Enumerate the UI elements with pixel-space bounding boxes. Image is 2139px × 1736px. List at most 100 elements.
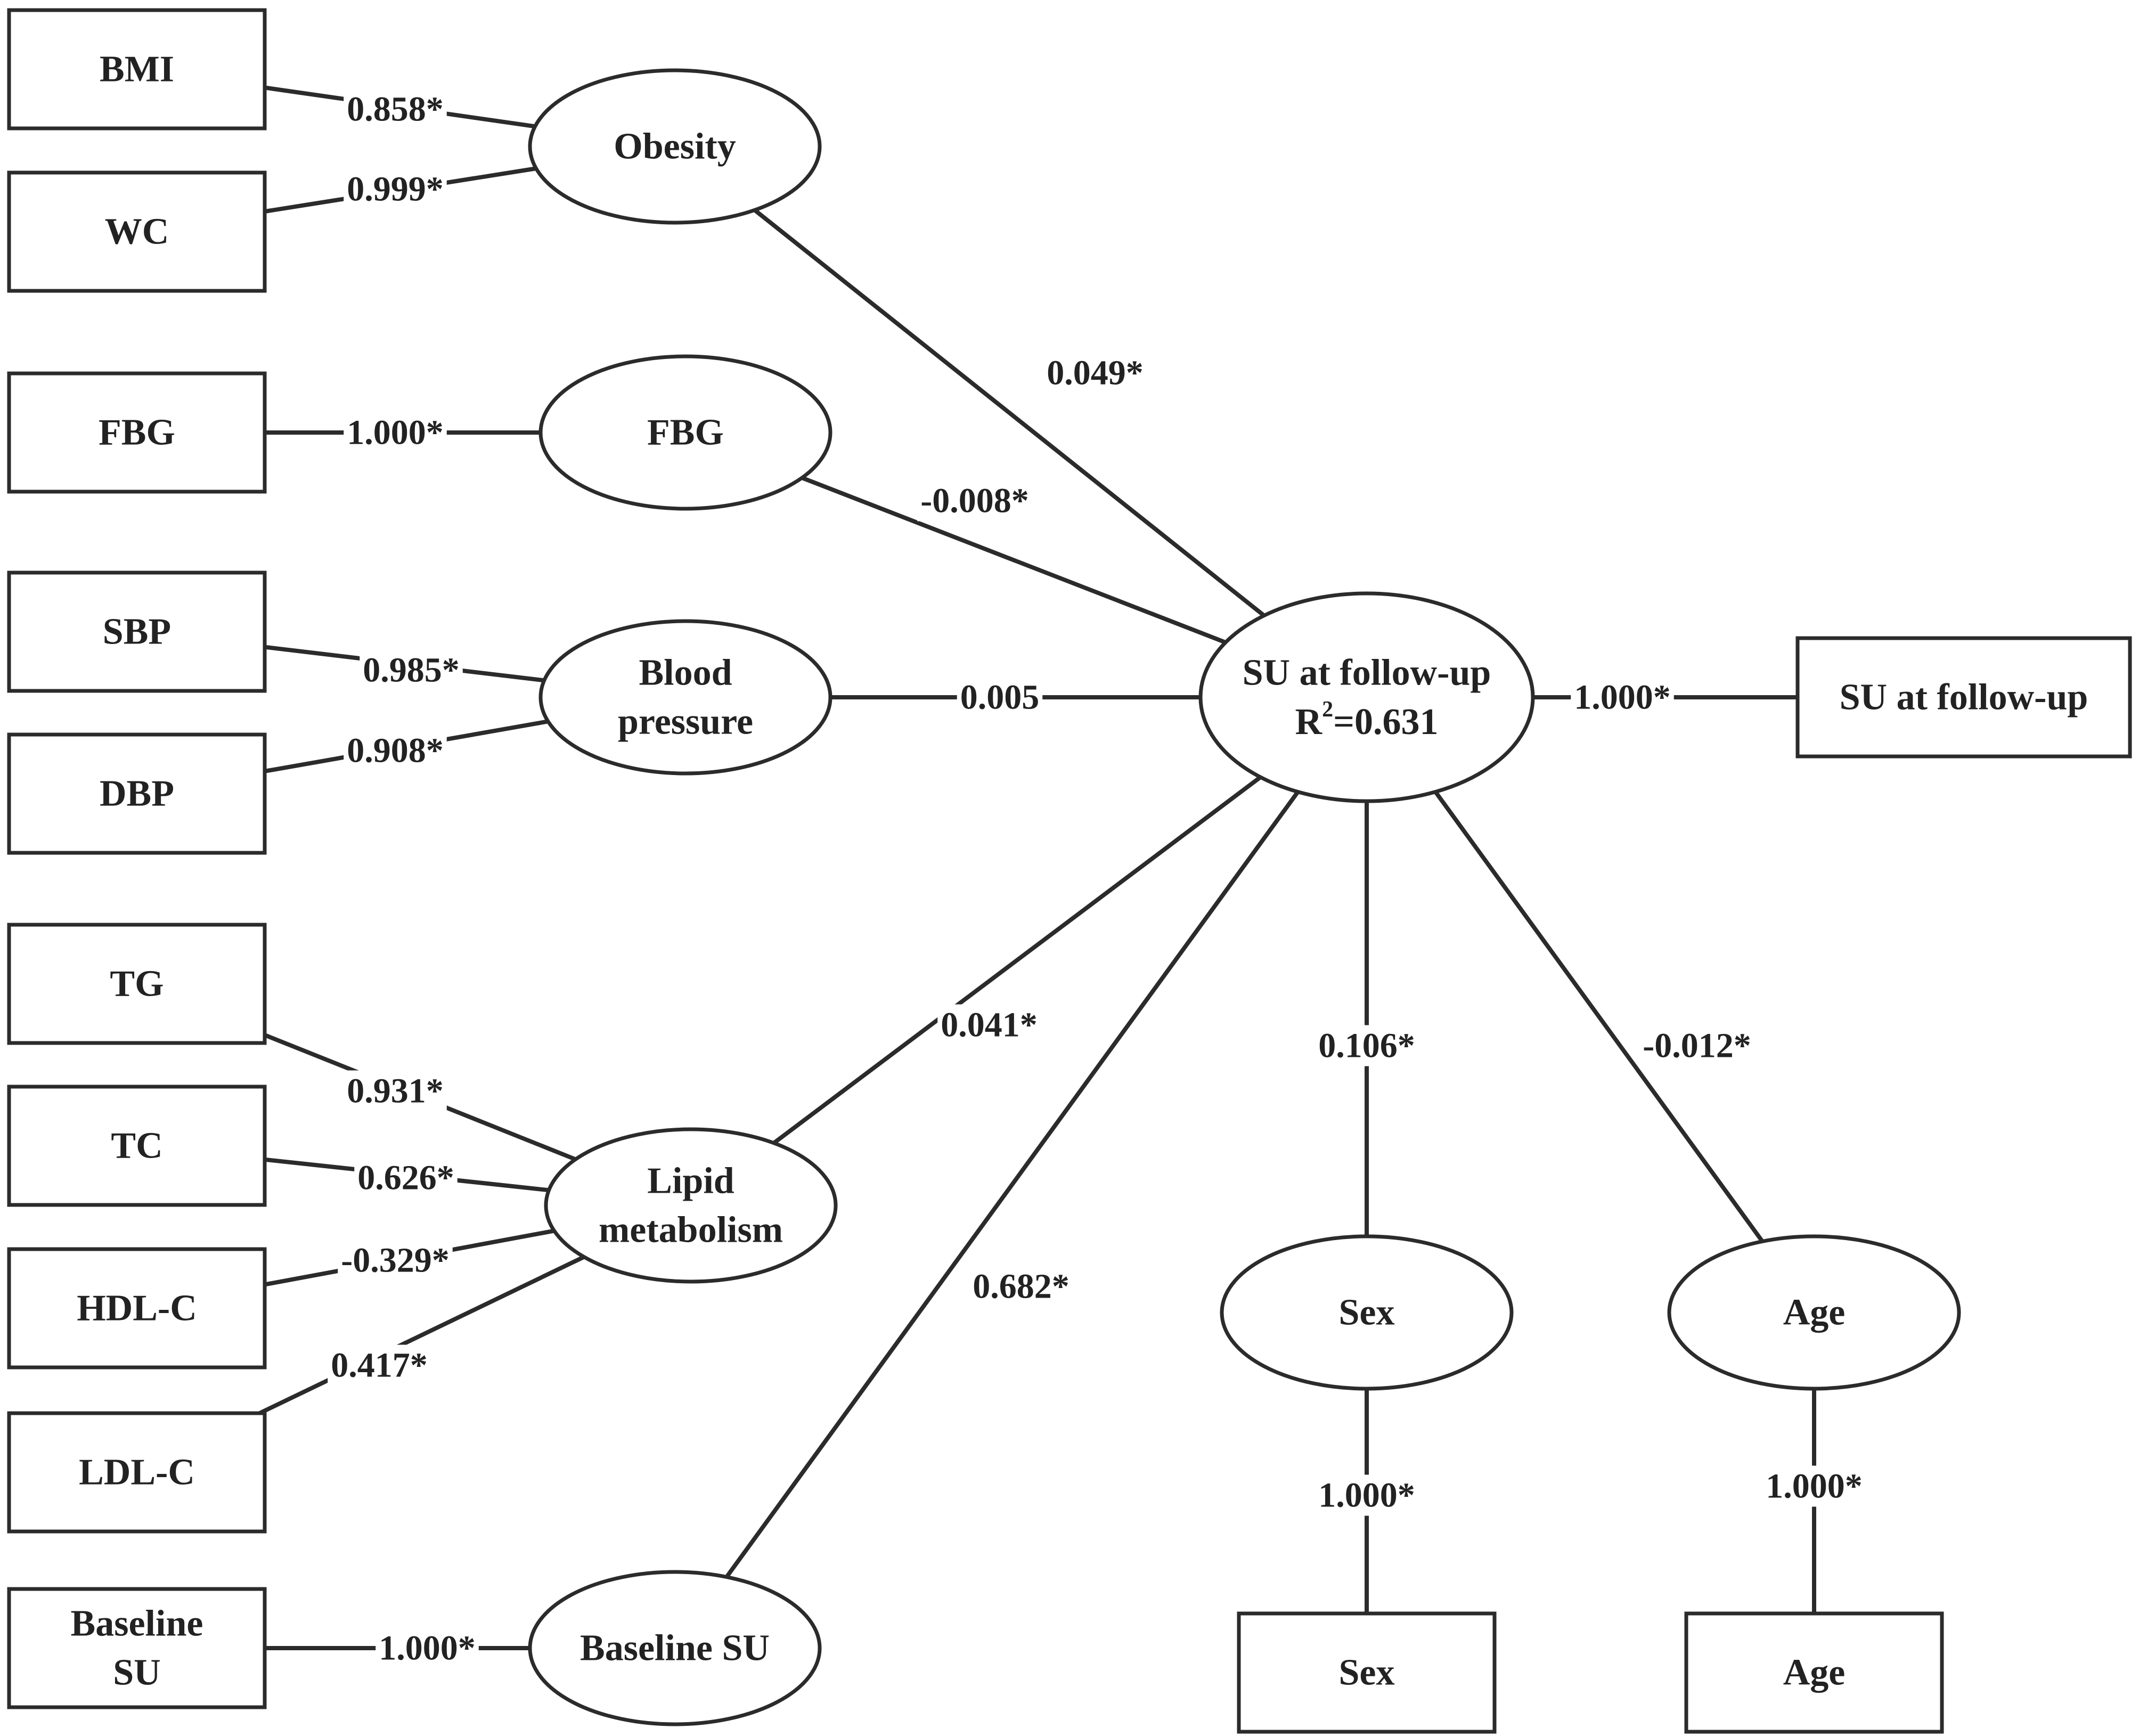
indicator-tc: TC	[7, 1085, 267, 1207]
coef-value: 0.931*	[347, 1072, 444, 1111]
coef-value: 0.626*	[357, 1159, 454, 1197]
coef-value: 1.000*	[1574, 678, 1671, 717]
coef-sex-sex: 1.000*	[1315, 1474, 1418, 1516]
latent-lipid-metabolism-ellipse	[544, 1127, 838, 1284]
path-edges	[256, 85, 1816, 1650]
indicator-baseline-su-box	[7, 1587, 267, 1709]
coef-lipid-su: 0.041*	[937, 1004, 1041, 1046]
indicator-dbp-box	[7, 732, 267, 855]
latent-lipid-metabolism-label: Lipid	[647, 1161, 734, 1202]
coef-value: 0.985*	[363, 651, 460, 690]
latent-sex-label: Sex	[1339, 1292, 1395, 1333]
path-coefficients: 0.858* 0.999* 1.000* 0.985* 0.908* 0.931* 0.62…	[328, 88, 1866, 1669]
coef-background	[338, 1240, 453, 1281]
indicator-dbp-label: DBP	[100, 773, 174, 814]
coef-background	[1315, 1025, 1418, 1066]
coef-value: 1.000*	[379, 1629, 476, 1668]
coef-background	[917, 480, 1032, 521]
indicator-hdl-c-label: HDL-C	[77, 1288, 197, 1329]
coef-value: 1.000*	[347, 413, 444, 452]
outcome-r-squared: R2=0.631	[1295, 697, 1439, 743]
coef-value: 0.999*	[347, 170, 444, 209]
path-arrow-fbg-su	[801, 476, 1230, 646]
coef-background	[1043, 352, 1147, 394]
coef-background	[344, 412, 447, 453]
indicator-fbg-box	[7, 371, 267, 494]
coef-value: 0.908*	[347, 731, 444, 770]
coef-value: 0.682*	[973, 1267, 1070, 1306]
coef-background	[344, 730, 447, 771]
indicator-baseline-su-label: Baseline	[71, 1603, 203, 1644]
indicator-fbg: FBG	[7, 371, 267, 494]
coef-background	[375, 1627, 479, 1669]
latent-sex: Sex	[1220, 1234, 1514, 1391]
coef-bsu-su: 0.682*	[969, 1266, 1073, 1307]
latent-age-label: Age	[1783, 1292, 1846, 1333]
coef-value: -0.329*	[341, 1241, 449, 1280]
coef-background	[969, 1266, 1073, 1307]
indicator-wc-box	[7, 170, 267, 293]
indicator-sbp: SBP	[7, 570, 267, 693]
indicator-tg-box	[7, 923, 267, 1045]
latent-blood-pressure-label: Blood	[639, 653, 732, 694]
latent-baseline-su-ellipse	[528, 1570, 822, 1726]
coef-sex-su: 0.106*	[1315, 1025, 1418, 1066]
coef-background	[344, 1070, 447, 1112]
coef-value: 1.000*	[1766, 1467, 1863, 1506]
coef-value: 0.106*	[1318, 1026, 1415, 1065]
indicator-ldl-c-label: LDL-C	[79, 1452, 195, 1493]
indicator-wc-label: WC	[105, 211, 169, 252]
coef-lipid-ldl: 0.417*	[328, 1344, 431, 1386]
indicator-baseline-su-label: SU	[113, 1652, 160, 1693]
indicator-hdl-c-box	[7, 1247, 267, 1370]
indicator-ldl-c: LDL-C	[7, 1411, 267, 1534]
coef-su-su: 1.000*	[1571, 677, 1674, 718]
coef-bp-sbp: 0.985*	[360, 649, 463, 691]
indicator-sex: Sex	[1237, 1611, 1497, 1734]
latent-fbg-ellipse	[538, 354, 832, 511]
indicator-bmi-box	[7, 8, 267, 131]
path-arrow-bsu-su	[724, 788, 1302, 1578]
latent-sex-ellipse	[1220, 1234, 1514, 1391]
latent-baseline-su: Baseline SU	[528, 1570, 822, 1726]
latent-fbg-label: FBG	[647, 412, 724, 453]
indicator-tg-label: TG	[110, 964, 164, 1005]
latent-su-at-follow-up-ellipse	[1198, 591, 1535, 803]
coef-background	[937, 1004, 1041, 1046]
latent-obesity-ellipse	[528, 68, 822, 225]
coef-background	[1315, 1474, 1418, 1516]
indicator-ldl-c-box	[7, 1411, 267, 1534]
indicator-tg: TG	[7, 923, 267, 1045]
coef-value: 0.005	[960, 678, 1040, 717]
indicator-hdl-c: HDL-C	[7, 1247, 267, 1370]
outcome-title: SU at follow-up	[1243, 653, 1491, 694]
coef-value: 1.000*	[1318, 1476, 1415, 1515]
indicator-su-follow-up-label: SU at follow-up	[1840, 677, 2088, 718]
latent-obesity-label: Obesity	[614, 126, 736, 167]
indicator-su-follow-up-box	[1795, 636, 2132, 759]
indicator-sex-box	[1237, 1611, 1497, 1734]
coef-value: 0.417*	[331, 1346, 428, 1385]
coef-fbg-fbg: 1.000*	[344, 412, 447, 453]
coef-background	[1762, 1465, 1866, 1507]
coef-obesity-su: 0.049*	[1043, 352, 1147, 394]
indicator-dbp: DBP	[7, 732, 267, 855]
coef-obesity-bmi: 0.858*	[344, 88, 447, 130]
indicator-tc-label: TC	[111, 1126, 162, 1167]
indicator-fbg-label: FBG	[99, 412, 175, 453]
coef-background	[354, 1157, 458, 1199]
coef-lipid-tg: 0.931*	[344, 1070, 447, 1112]
path-arrow-obesity-su	[753, 208, 1268, 620]
indicator-sex-label: Sex	[1339, 1652, 1395, 1693]
coef-age-su: -0.012*	[1639, 1025, 1754, 1066]
latent-age-ellipse	[1667, 1234, 1961, 1391]
latent-obesity: Obesity	[528, 68, 822, 225]
coef-obesity-wc: 0.999*	[344, 168, 447, 210]
coef-background	[360, 649, 463, 691]
coef-value: 0.049*	[1047, 354, 1144, 393]
coef-background	[328, 1344, 431, 1386]
